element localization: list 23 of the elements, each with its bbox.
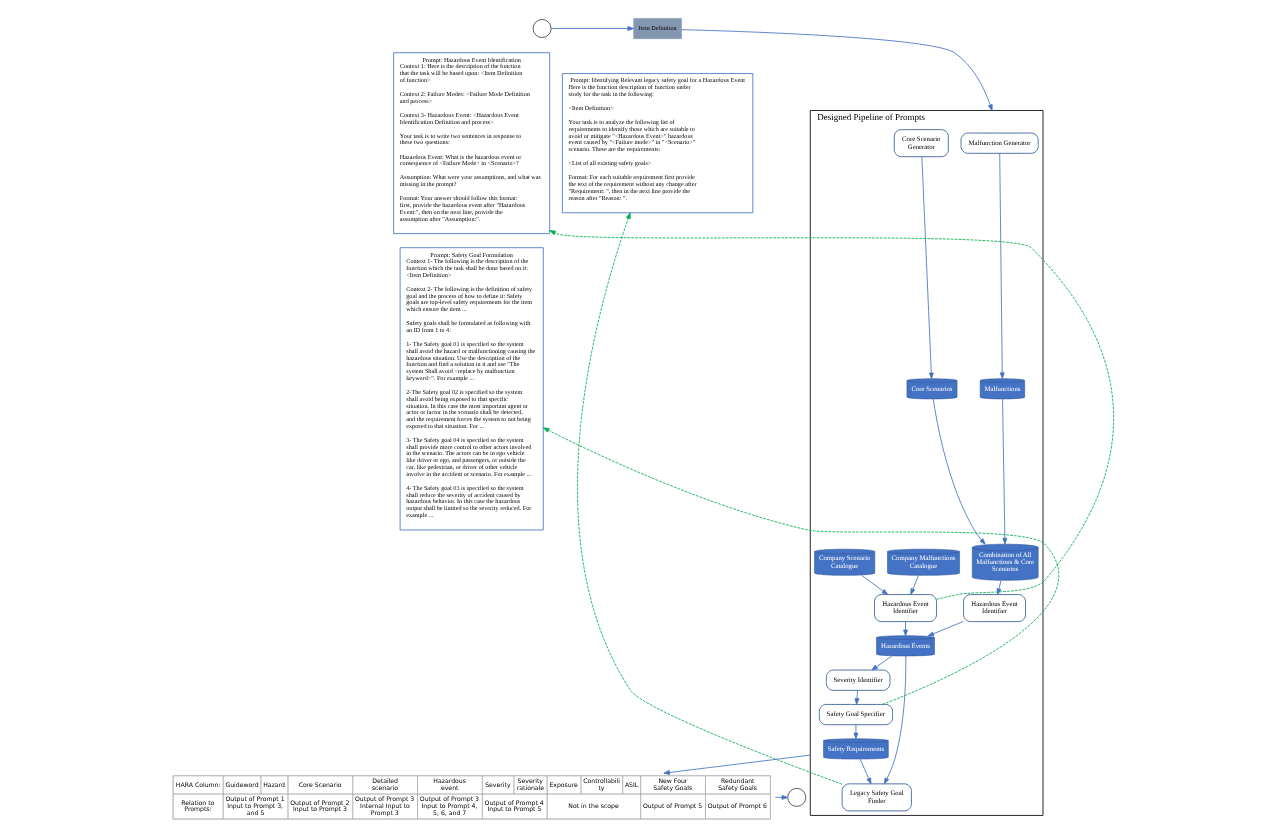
arrow (853, 689, 859, 705)
arrow (541, 427, 1059, 705)
arrow (852, 724, 858, 740)
arrow (549, 26, 633, 31)
arrow (909, 575, 918, 595)
arrow (860, 574, 888, 595)
arrow (1001, 398, 1007, 545)
arrow (680, 29, 992, 111)
arrow (902, 621, 907, 637)
arrow (858, 758, 871, 785)
arrow (926, 621, 963, 637)
arrow (576, 212, 842, 785)
arrow (931, 398, 985, 545)
arrow (870, 655, 892, 671)
node-person (786, 787, 806, 807)
arrow (995, 580, 1001, 595)
arrow (998, 152, 1004, 379)
arrow (882, 655, 906, 785)
arrow (773, 795, 788, 800)
arrow (662, 754, 810, 775)
arrow (920, 156, 933, 380)
node-person (531, 19, 551, 38)
arrow (548, 230, 1113, 600)
